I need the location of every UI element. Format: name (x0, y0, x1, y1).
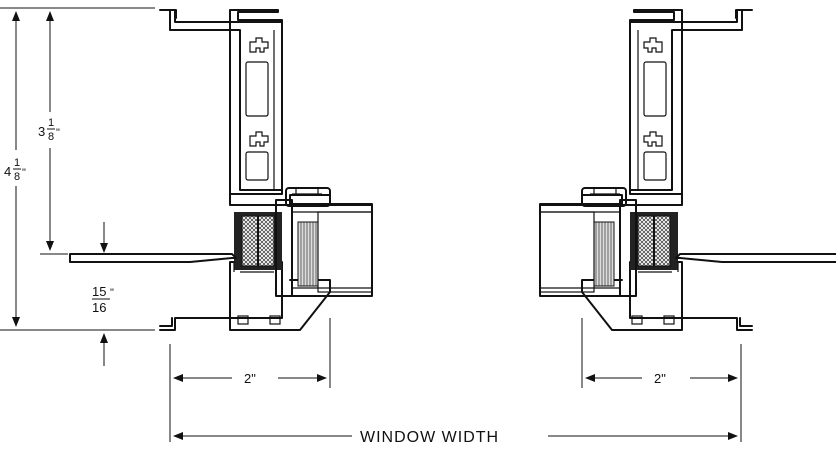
window-width-label: WINDOW WIDTH (360, 429, 499, 446)
upper-height-den: 8 (48, 131, 54, 143)
overall-height-num: 1 (14, 157, 20, 169)
overall-height-whole: 4 (4, 164, 11, 179)
window-width-dimension: WINDOW WIDTH (173, 429, 738, 446)
left-depth-dimension: 2" (169, 318, 331, 442)
overall-height-dimension: 4 1 8 " (0, 7, 155, 331)
offset-unit: " (110, 287, 114, 299)
right-depth-label: 2" (654, 371, 666, 386)
right-depth-dimension: 2" (581, 318, 742, 442)
upper-height-dimension: 3 1 8 " (38, 11, 68, 255)
right-frame-section (539, 9, 836, 331)
left-frame-section (69, 9, 373, 331)
offset-dimension: 15 16 " (92, 222, 114, 366)
upper-height-unit: " (56, 127, 60, 139)
upper-height-whole: 3 (38, 124, 45, 139)
overall-height-unit: " (22, 167, 26, 179)
left-depth-label: 2" (244, 371, 256, 386)
offset-den: 16 (92, 300, 106, 315)
offset-num: 15 (92, 284, 106, 299)
upper-height-num: 1 (48, 117, 54, 129)
overall-height-den: 8 (14, 171, 20, 183)
